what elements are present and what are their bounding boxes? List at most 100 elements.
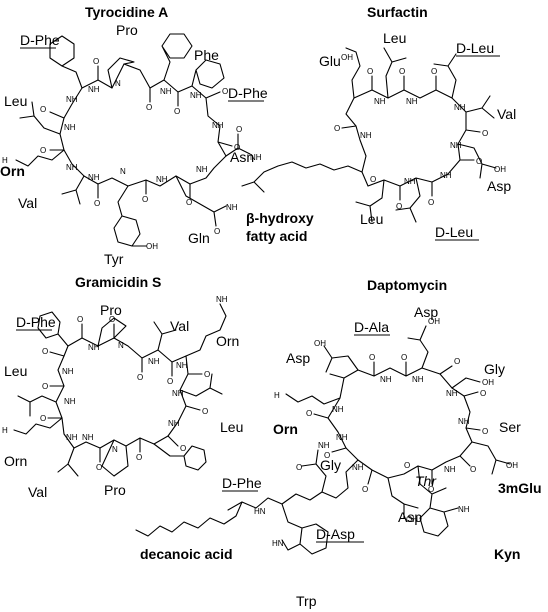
surfactin-label-glu: Glu [319,53,341,69]
tyrocidine-nh-9: NH [64,123,76,132]
daptomycin-label-gly2: Gly [320,457,341,473]
tyrocidine-nh-7: NH [88,173,100,182]
gramicidin-nh-5: NH [168,419,180,428]
daptomycin-o-4: O [480,389,486,398]
tyrocidine-o-7: O [186,198,192,207]
tyrocidine-o-2: O [146,103,152,112]
gramicidin-carbonyls [47,323,203,463]
gramicidin-label-leu1: Leu [4,363,27,379]
tyrocidine-nh2-2: NH [226,203,238,212]
tyrocidine-nh-4: NH [212,121,224,130]
daptomycin-o-2: O [401,353,407,362]
daptomycin-label-gly1: Gly [484,361,505,377]
surfactin-leu2-side [355,179,385,223]
surfactin-label-leu1: Leu [383,30,406,46]
surfactin-nh-5: NH [440,171,452,180]
tyrocidine-nh-6: NH [156,175,168,184]
surfactin-structure [241,47,497,223]
surfactin-label-leu2: Leu [360,211,383,227]
tyrocidine-atoms: O N NH O NH O NH O NH O O NH NH O O NH N… [2,57,262,251]
daptomycin-o-12: O [296,463,302,472]
tyrocidine-label-dphe2: D-Phe [228,85,268,101]
tyrocidine-nh-3: NH [190,91,202,100]
daptomycin-oh-5: OH [406,515,418,524]
surfactin-carbonyls [341,75,481,201]
gramicidin-pro2-ring [101,439,129,477]
gramicidin-label-dphe1: D-Phe [16,314,56,330]
surfactin-val-side [465,95,495,119]
gramicidin-ring [55,337,189,449]
daptomycin-oh-1: OH [428,317,440,326]
tyrocidine-nh2-1: NH [250,153,262,162]
tyrocidine-label-orn: Orn [0,163,25,179]
gramicidin-h2n-1: H [2,426,8,435]
gramicidin-label-pro2: Pro [104,482,126,498]
gramicidin-o-8: O [136,453,142,462]
surfactin-nh-2: NH [406,97,418,106]
gramicidin-o-3: O [137,373,143,382]
surfactin-dleu-side [433,53,457,99]
surfactin-oh-2: OH [494,165,506,174]
daptomycin-asp-top-side [407,325,429,369]
gramicidin-label-dphe2: D-Phe [222,475,262,491]
surfactin-atoms: OH O NH O NH O NH O NH O OH NH O NH O O … [334,53,506,211]
tyrocidine-n-2: N [120,167,126,176]
tyrocidine-asn-side [225,133,251,157]
gramicidin-o-6: O [202,407,208,416]
surfactin-o-3: O [431,67,437,76]
tyrocidine-o-10: O [94,199,100,208]
gramicidin-nh-3: NH [176,361,188,370]
surfactin-o-7: O [396,202,402,211]
daptomycin-label-decanoic: decanoic acid [140,546,233,562]
gramicidin-label-val2: Val [28,484,47,500]
gramicidin-orn1-side [185,303,227,357]
daptomycin-ring [327,367,473,479]
daptomycin-nh-7: NH [336,433,348,442]
gramicidin-o-12: O [42,347,48,356]
gramicidin-label-pro1: Pro [100,302,122,318]
tyrocidine-dphe2-side [191,59,225,89]
gramicidin-o-11: O [42,382,48,391]
daptomycin-label-dasp: D-Asp [316,526,355,542]
gramicidin-atoms: O NH O N O NH O NH O NH O NH O O N O NH … [2,295,228,472]
surfactin-title: Surfactin [367,4,428,20]
gramicidin-pro1-ring [97,317,127,347]
surfactin-leu-side [383,47,407,99]
tyrocidine-leu-side [19,101,61,135]
tyrocidine-nh-2: NH [160,87,172,96]
gramicidin-label-leu2: Leu [220,419,243,435]
daptomycin-o-1: O [369,353,375,362]
surfactin-label-dleu1: D-Leu [456,40,494,56]
surfactin-o-1: O [367,67,373,76]
surfactin-nh-1: NH [374,97,386,106]
daptomycin-nh2-1: NH [458,505,470,514]
daptomycin-panel: Daptomycin OH OH O NH O NH O NH OH [135,277,542,609]
surfactin-o-6: O [428,198,434,207]
gramicidin-o-4: O [167,377,173,386]
tyrocidine-o-5: O [234,143,240,152]
tyrocidine-o-9: O [142,195,148,204]
tyrocidine-o-3: O [174,107,180,116]
daptomycin-carbonyls [313,361,481,485]
surfactin-o-2: O [399,67,405,76]
daptomycin-hn-1: HN [254,507,266,516]
surfactin-panel: Surfactin OH O NH O NH O NH O NH O OH NH [241,4,516,244]
daptomycin-mglu-side [471,441,511,475]
tyrocidine-nh-5: NH [196,165,208,174]
gramicidin-nh-1: NH [88,343,100,352]
gramicidin-nh-2: NH [148,357,160,366]
gramicidin-o-7: O [180,444,186,453]
daptomycin-label-orn: Orn [273,421,298,437]
gramicidin-nh-8: NH [64,397,76,406]
daptomycin-asp-left-side [323,345,359,373]
daptomycin-decanoic-chain [135,501,243,537]
surfactin-dleu2-side [395,177,421,223]
surfactin-o-5: O [476,157,482,166]
daptomycin-label-dala: D-Ala [354,319,389,335]
gramicidin-o-5: O [204,370,210,379]
gramicidin-structure [13,303,227,477]
daptomycin-label-kyn: Kyn [494,546,520,562]
tyrocidine-label-dphe1: D-Phe [20,32,60,48]
gramicidin-val2-side [57,447,79,477]
